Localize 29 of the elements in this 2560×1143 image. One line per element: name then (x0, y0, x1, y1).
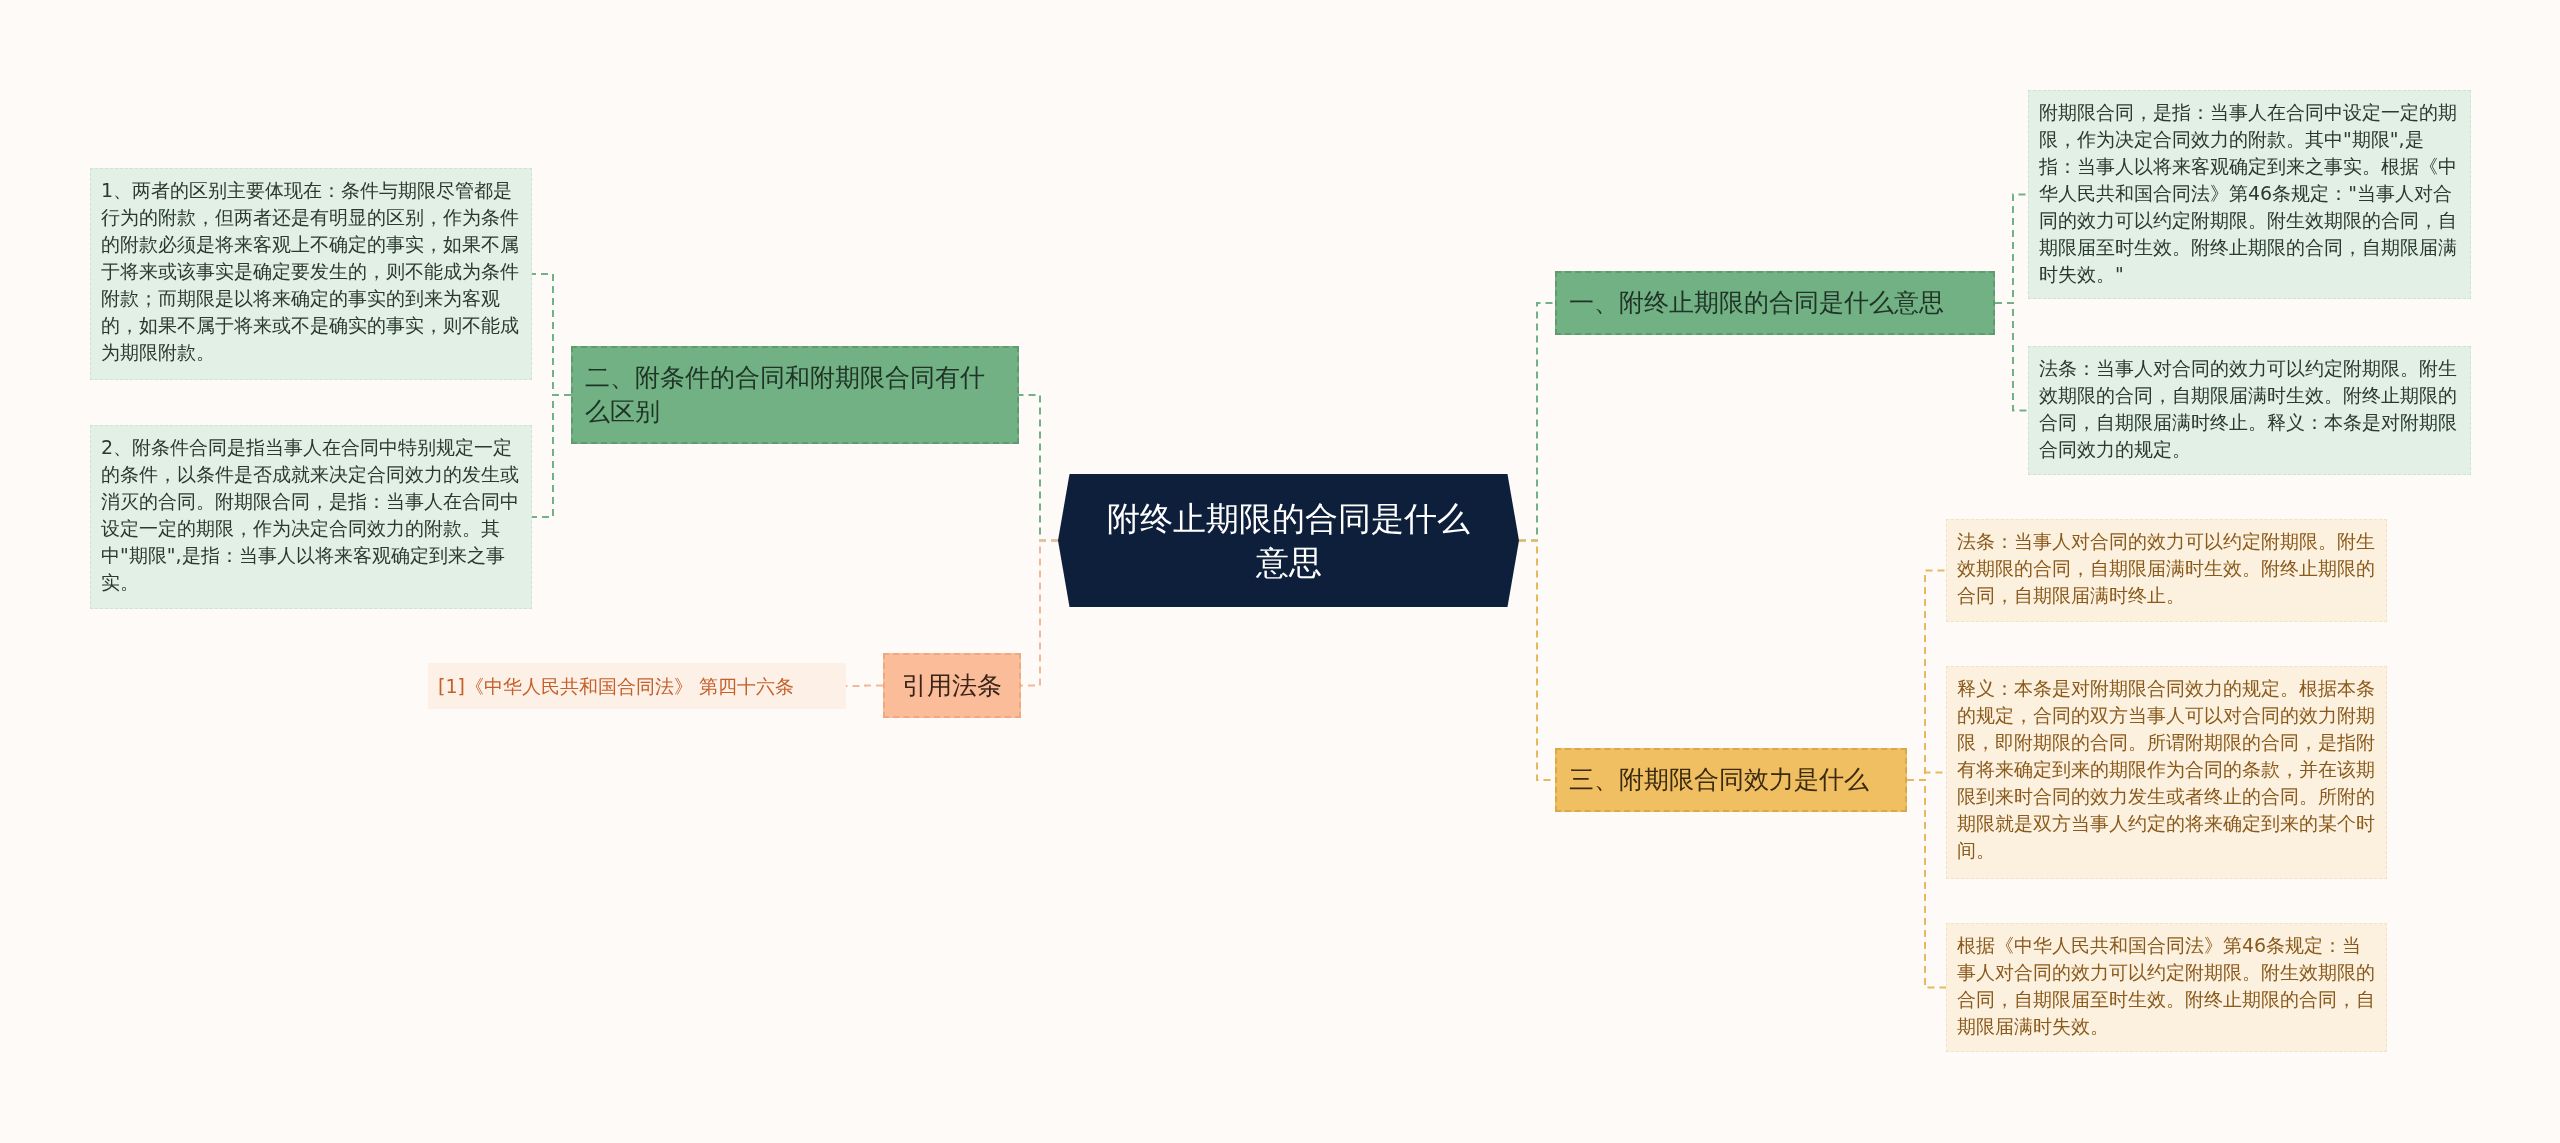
connector-line (1020, 539, 1059, 687)
note-card (90, 168, 532, 380)
connector-line (1994, 302, 2029, 412)
note-text: 2、附条件合同是指当事人在合同中特别规定一定的条件，以条件是否成就来决定合同效力的发生或消灭的合同。附期限合同，是指：当事人在合同中设定一定的期限，作为决定合同效力的附款。其中"期限",是指：当事人以将来客观确定到来之事实。 (101, 435, 520, 595)
note-card (2028, 90, 2471, 299)
note-text: 释义：本条是对附期限合同效力的规定。根据本条的规定，合同的双方当事人可以对合同的效力附期限，即附期限的合同。所谓附期限的合同，是指附有将来确定到来的期限作为合同的条款，并在该期限到来时合同的效力发生或者终止的合同。所附的期限就是双方当事人约定的将来确定到来的某个时间。 (1957, 676, 2376, 863)
branch-title: 三、附期限合同效力是什么 (1569, 764, 1869, 796)
note-text: 附期限合同，是指：当事人在合同中设定一定的期限，作为决定合同效力的附款。其中"期限",是指：当事人以将来客观确定到来之事实。根据《中华人民共和国合同法》第46条规定："当事人对合同的效力可以约定附期限。附生效期限的合同，自期限届至时生效。附终止期限的合同，自期限届满时失效。" (2039, 100, 2458, 287)
note-text: 法条：当事人对合同的效力可以约定附期限。附生效期限的合同，自期限届满时生效。附终止期限的合同，自期限届满时终止。释义：本条是对附期限合同效力的规定。 (2039, 356, 2458, 462)
note-text: 法条：当事人对合同的效力可以约定附期限。附生效期限的合同，自期限届满时生效。附终止期限的合同，自期限届满时终止。 (1957, 529, 2376, 608)
connector-line (531, 394, 572, 518)
connector-line (1906, 779, 1947, 989)
topic-title: 附终止期限的合同是什么意思 (1106, 497, 1471, 584)
reference-text: [1]《中华人民共和国合同法》 第四十六条 (438, 673, 794, 699)
branch-box (883, 653, 1021, 718)
note-text: 1、两者的区别主要体现在：条件与期限尽管都是行为的附款，但两者还是有明显的区别，作为条件的附款必须是将来客观上不确定的事实，如果不属于将来或该事实是确定要发生的，则不能成为条件附款；而期限是以将来确定的事实的到来为客观的，如果不属于将来或不是确实的事实，则不能成为期限附款。 (101, 178, 520, 365)
note-card (2028, 346, 2471, 475)
note-text: 根据《中华人民共和国合同法》第46条规定：当事人对合同的效力可以约定附期限。附生效期限的合同，自期限届至时生效。附终止期限的合同，自期限届满时失效。 (1957, 933, 2376, 1039)
note-card (1946, 519, 2387, 622)
note-card (1946, 666, 2387, 879)
branch-box (571, 346, 1019, 444)
branch-title: 一、附终止期限的合同是什么意思 (1569, 287, 1944, 319)
branch-box (1555, 748, 1907, 812)
branch-box (1555, 271, 1995, 335)
reference-card (428, 663, 846, 709)
branch-title: 二、附条件的合同和附期限合同有什么区别 (585, 362, 986, 428)
note-card (90, 425, 532, 609)
note-card (1946, 923, 2387, 1052)
branch-title: 引用法条 (902, 669, 1002, 702)
